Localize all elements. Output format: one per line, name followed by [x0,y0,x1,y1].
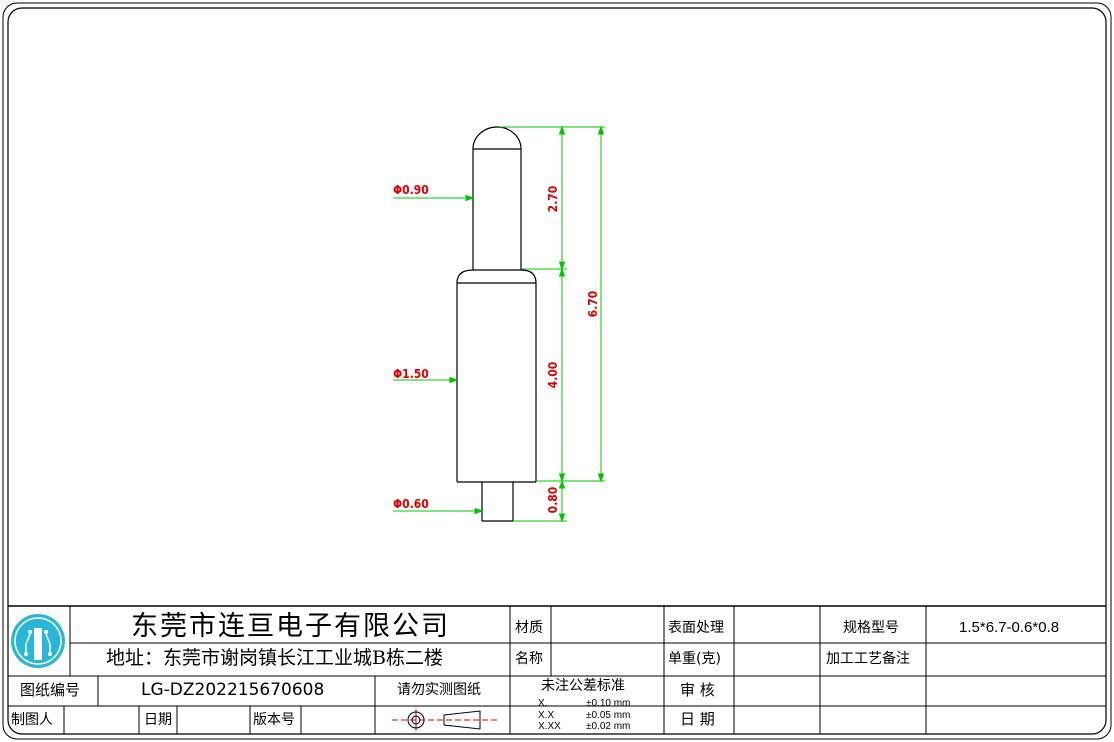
dimension-texts: Φ0.90 Φ1.50 Φ0.60 2.70 4.00 0.80 6.70 [393,183,600,513]
weight-label: 单重(克) [668,651,721,667]
dim-tail-length: 0.80 [546,487,560,514]
dim-body-diameter: Φ1.50 [393,367,429,381]
material-label: 材质 [515,620,543,636]
company-logo [11,614,65,668]
date-label: 日期 [144,712,172,728]
dim-tip-diameter: Φ0.90 [393,183,429,197]
tol-key-3: X.XX [538,721,561,732]
dim-body-length: 4.00 [546,362,560,389]
spec-label: 规格型号 [843,620,899,636]
dim-tail-diameter: Φ0.60 [393,497,429,511]
projection-symbol [392,709,500,731]
process-label: 加工工艺备注 [826,651,910,667]
tol-key-1: X. [538,698,548,709]
spec-value: 1.5*6.7-0.6*0.8 [959,619,1060,636]
drafter-label: 制图人 [11,712,53,728]
pogo-pin-outline [456,126,537,522]
tolerance-title: 未注公差标准 [541,678,625,694]
company-name: 东莞市连亘电子有限公司 [131,611,450,642]
drawing-no-value: LG-DZ202215670608 [141,680,325,700]
title-block-grid [8,605,1106,734]
surface-label: 表面处理 [668,620,724,636]
drawing-no-label: 图纸编号 [20,681,81,699]
tol-val-2: ±0.05 mm [586,710,631,721]
name-label: 名称 [515,651,543,667]
date-label-right: 日 期 [680,710,715,728]
tol-val-1: ±0.10 mm [586,698,631,709]
review-label: 审 核 [680,681,715,699]
tol-val-3: ±0.02 mm [586,721,631,732]
dim-tip-length: 2.70 [546,186,560,213]
dim-total-length: 6.70 [586,291,600,318]
tol-key-2: X.X [538,710,555,721]
version-label: 版本号 [253,712,295,728]
inner-frame [7,7,1107,735]
no-measure-note: 请勿实测图纸 [397,682,481,698]
company-address: 地址：东莞市谢岗镇长江工业城B栋二楼 [106,647,443,669]
dimension-lines [393,125,605,523]
